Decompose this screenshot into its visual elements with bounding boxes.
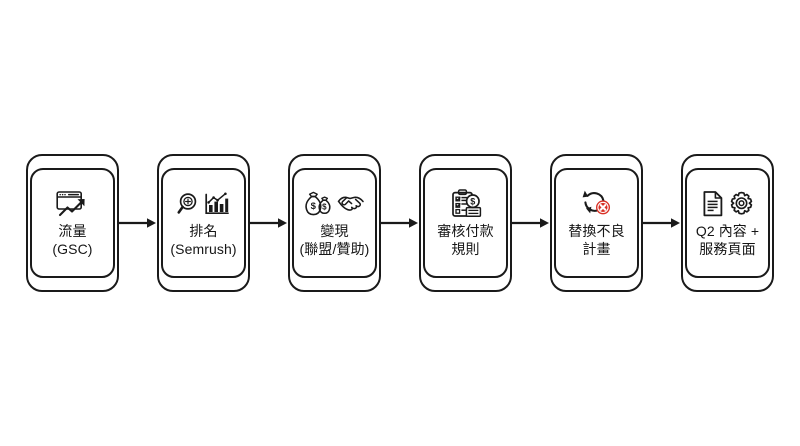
node-label: 審核付款 規則 bbox=[437, 223, 493, 259]
flow-node-traffic[interactable]: 流量 (GSC) bbox=[26, 154, 119, 292]
node-icon-group: $ bbox=[450, 187, 482, 221]
flow-node-monetization[interactable]: $ $ bbox=[288, 154, 381, 292]
node-inner-card: 流量 (GSC) bbox=[30, 168, 115, 278]
magnifier-icon bbox=[177, 191, 201, 217]
gear-icon bbox=[728, 191, 755, 218]
flow-node-ranking[interactable]: 排名 (Semrush) bbox=[157, 154, 250, 292]
flow-row: 流量 (GSC) bbox=[26, 143, 774, 303]
node-inner-card: $ 審核付款 規則 bbox=[423, 168, 508, 278]
node-inner-card: 排名 (Semrush) bbox=[161, 168, 246, 278]
flow-connector-arrow bbox=[250, 213, 288, 233]
flow-connector-arrow bbox=[643, 213, 681, 233]
node-label: 流量 (GSC) bbox=[52, 223, 92, 259]
node-label-line-2: 規則 bbox=[451, 241, 480, 257]
node-label: 替換不良 計畫 bbox=[568, 223, 624, 259]
node-icon-group bbox=[55, 187, 90, 221]
node-label-line-2: (聯盟/贊助) bbox=[299, 241, 370, 257]
node-label: 變現 (聯盟/贊助) bbox=[300, 223, 370, 259]
node-label-line-1: 替換不良 bbox=[568, 223, 625, 240]
handshake-icon bbox=[337, 192, 365, 216]
svg-text:$: $ bbox=[322, 202, 327, 211]
node-label-line-1: 審核付款 bbox=[437, 223, 494, 240]
node-inner-card: Q2 內容 + 服務頁面 bbox=[685, 168, 770, 278]
flow-connector-arrow bbox=[119, 213, 157, 233]
node-label-line-1: 排名 bbox=[189, 223, 218, 240]
node-label-line-1: Q2 內容 + bbox=[695, 223, 760, 240]
node-label: Q2 內容 + 服務頁面 bbox=[696, 223, 759, 259]
node-icon-group bbox=[581, 187, 613, 221]
flow-node-payment-rules[interactable]: $ 審核付款 規則 bbox=[419, 154, 512, 292]
node-inner-card: $ $ bbox=[292, 168, 377, 278]
svg-text:$: $ bbox=[311, 201, 317, 212]
node-icon-group bbox=[177, 187, 230, 221]
node-label-line-1: 流量 bbox=[58, 223, 87, 240]
node-icon-group: $ $ bbox=[304, 187, 365, 221]
node-label-line-2: 服務頁面 bbox=[699, 241, 756, 257]
node-icon-group bbox=[701, 187, 755, 221]
money-bags-icon: $ $ bbox=[304, 191, 334, 218]
node-inner-card: 替換不良 計畫 bbox=[554, 168, 639, 278]
browser-trending-up-icon bbox=[55, 190, 90, 218]
node-label-line-2: 計畫 bbox=[582, 241, 611, 257]
flow-connector-arrow bbox=[512, 213, 550, 233]
clipboard-checklist-money-icon: $ bbox=[450, 189, 482, 219]
flow-node-replace-bad-plan[interactable]: 替換不良 計畫 bbox=[550, 154, 643, 292]
node-label-line-2: (GSC) bbox=[52, 241, 93, 257]
flow-connector-arrow bbox=[381, 213, 419, 233]
bar-chart-trend-icon bbox=[204, 191, 230, 217]
svg-text:$: $ bbox=[470, 197, 475, 207]
refresh-cycle-error-icon bbox=[581, 189, 613, 219]
document-icon bbox=[701, 190, 725, 218]
flow-node-q2-content[interactable]: Q2 內容 + 服務頁面 bbox=[681, 154, 774, 292]
node-label: 排名 (Semrush) bbox=[170, 223, 236, 259]
node-label-line-1: 變現 bbox=[320, 223, 349, 240]
node-label-line-2: (Semrush) bbox=[170, 241, 237, 257]
